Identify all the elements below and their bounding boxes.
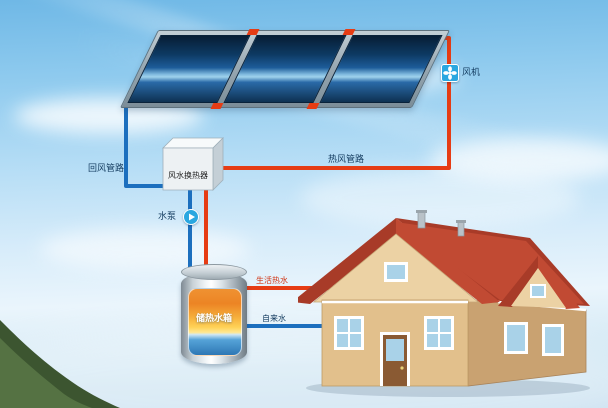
main-roof-left-slope: [298, 218, 396, 304]
main-roof-right-slope: [396, 218, 500, 304]
wing-windows: [504, 322, 564, 356]
pump-label: 水泵: [158, 211, 177, 221]
gable-window-glass: [387, 265, 405, 279]
return-air-pipe-label: 回风管路: [88, 163, 125, 173]
dormer-roof-right: [538, 256, 580, 309]
cloud: [40, 228, 250, 270]
fan-icon: [441, 64, 459, 82]
storage-tank-lid: [181, 264, 247, 280]
cold-pipe-collector-to-exchanger: [124, 104, 168, 188]
heat-exchanger-label: 风水换热器: [168, 171, 208, 180]
storage-tank-label: 储热水箱: [195, 313, 232, 323]
mountain: [0, 320, 120, 408]
heat-exchanger-box: [162, 137, 224, 191]
house: [298, 210, 590, 397]
pump-glyph: [189, 213, 195, 221]
dormer-window-glass: [532, 286, 544, 296]
cloud: [300, 168, 580, 228]
solar-collector-array: [119, 29, 451, 109]
roof-vents: [416, 210, 466, 237]
storage-tank-heat-window: [188, 288, 242, 356]
dormer-roof-left: [498, 256, 538, 307]
mountain-light-slope: [0, 338, 92, 408]
exchanger-front-face: [162, 147, 214, 191]
front-door: [380, 332, 410, 386]
fan-blades-glyph: [443, 66, 457, 80]
hot-air-pipe-label: 热风管路: [328, 154, 365, 164]
fan-label: 风机: [462, 67, 481, 77]
pump-icon: [183, 209, 199, 225]
front-window-right: [424, 316, 454, 350]
tap-water-label: 自来水: [262, 314, 286, 323]
cloud: [430, 138, 608, 182]
domestic-hot-water-label: 生活热水: [256, 276, 288, 285]
front-window-left: [334, 316, 364, 350]
